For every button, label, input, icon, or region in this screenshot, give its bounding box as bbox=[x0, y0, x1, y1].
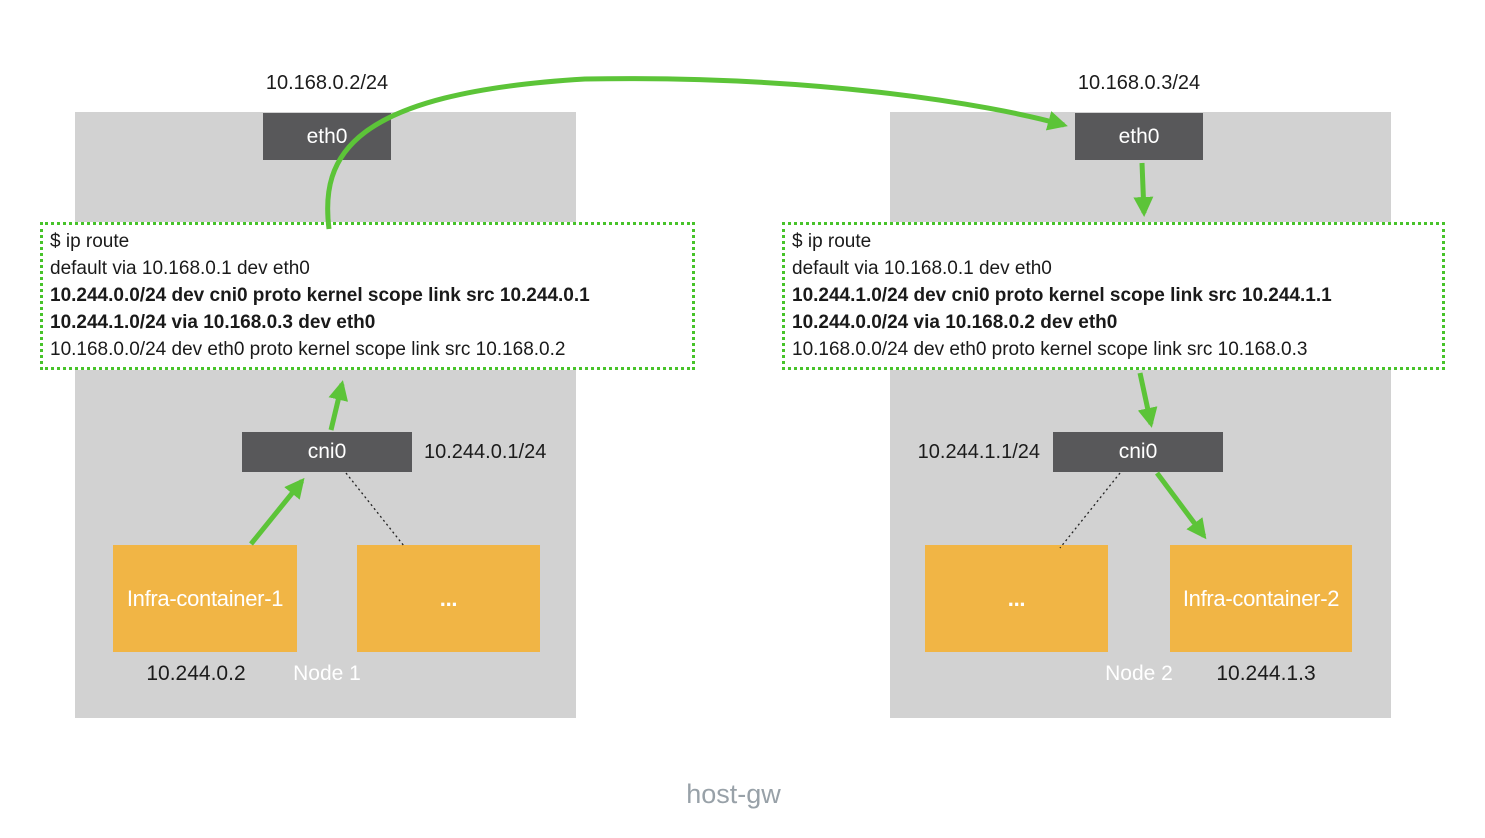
node1-eth0-ip-label: 10.168.0.2/24 bbox=[265, 72, 389, 94]
node2-eth0-device: eth0 bbox=[1075, 113, 1203, 160]
node2-container-ip-label: 10.244.1.3 bbox=[1216, 662, 1316, 685]
node1-route-table: $ ip route default via 10.168.0.1 dev et… bbox=[40, 222, 695, 370]
node2-cni0-ip-label: 10.244.1.1/24 bbox=[917, 441, 1040, 463]
route-line: default via 10.168.0.1 dev eth0 bbox=[50, 258, 310, 279]
route-line-pod-local: 10.244.0.0/24 dev cni0 proto kernel scop… bbox=[50, 285, 590, 306]
node1-eth0-device: eth0 bbox=[263, 113, 391, 160]
route-line-pod-local: 10.244.1.0/24 dev cni0 proto kernel scop… bbox=[792, 285, 1332, 306]
route-line: $ ip route bbox=[50, 231, 130, 252]
node2-route-table: $ ip route default via 10.168.0.1 dev et… bbox=[782, 222, 1445, 370]
diagram-title: host-gw bbox=[686, 779, 781, 809]
node2-name-label: Node 2 bbox=[1105, 662, 1173, 685]
node2-cni0-device: cni0 bbox=[1053, 432, 1223, 472]
route-line: 10.168.0.0/24 dev eth0 proto kernel scop… bbox=[792, 339, 1308, 360]
node2-other-container: ... bbox=[925, 545, 1108, 652]
route-line: 10.168.0.0/24 dev eth0 proto kernel scop… bbox=[50, 339, 566, 360]
node1-other-container: ... bbox=[357, 545, 540, 652]
node2-infra-container: Infra-container-2 bbox=[1170, 545, 1352, 652]
route-line: default via 10.168.0.1 dev eth0 bbox=[792, 258, 1052, 279]
route-line-pod-remote: 10.244.1.0/24 via 10.168.0.3 dev eth0 bbox=[50, 312, 376, 333]
node2-eth0-ip-label: 10.168.0.3/24 bbox=[1077, 72, 1201, 94]
route-line: $ ip route bbox=[792, 231, 872, 252]
node1-name-label: Node 1 bbox=[293, 662, 361, 685]
node1-cni0-ip-label: 10.244.0.1/24 bbox=[424, 441, 547, 463]
node1-infra-container: Infra-container-1 bbox=[113, 545, 297, 652]
node1-cni0-device: cni0 bbox=[242, 432, 412, 472]
node1-container-ip-label: 10.244.0.2 bbox=[146, 662, 246, 685]
route-line-pod-remote: 10.244.0.0/24 via 10.168.0.2 dev eth0 bbox=[792, 312, 1118, 333]
